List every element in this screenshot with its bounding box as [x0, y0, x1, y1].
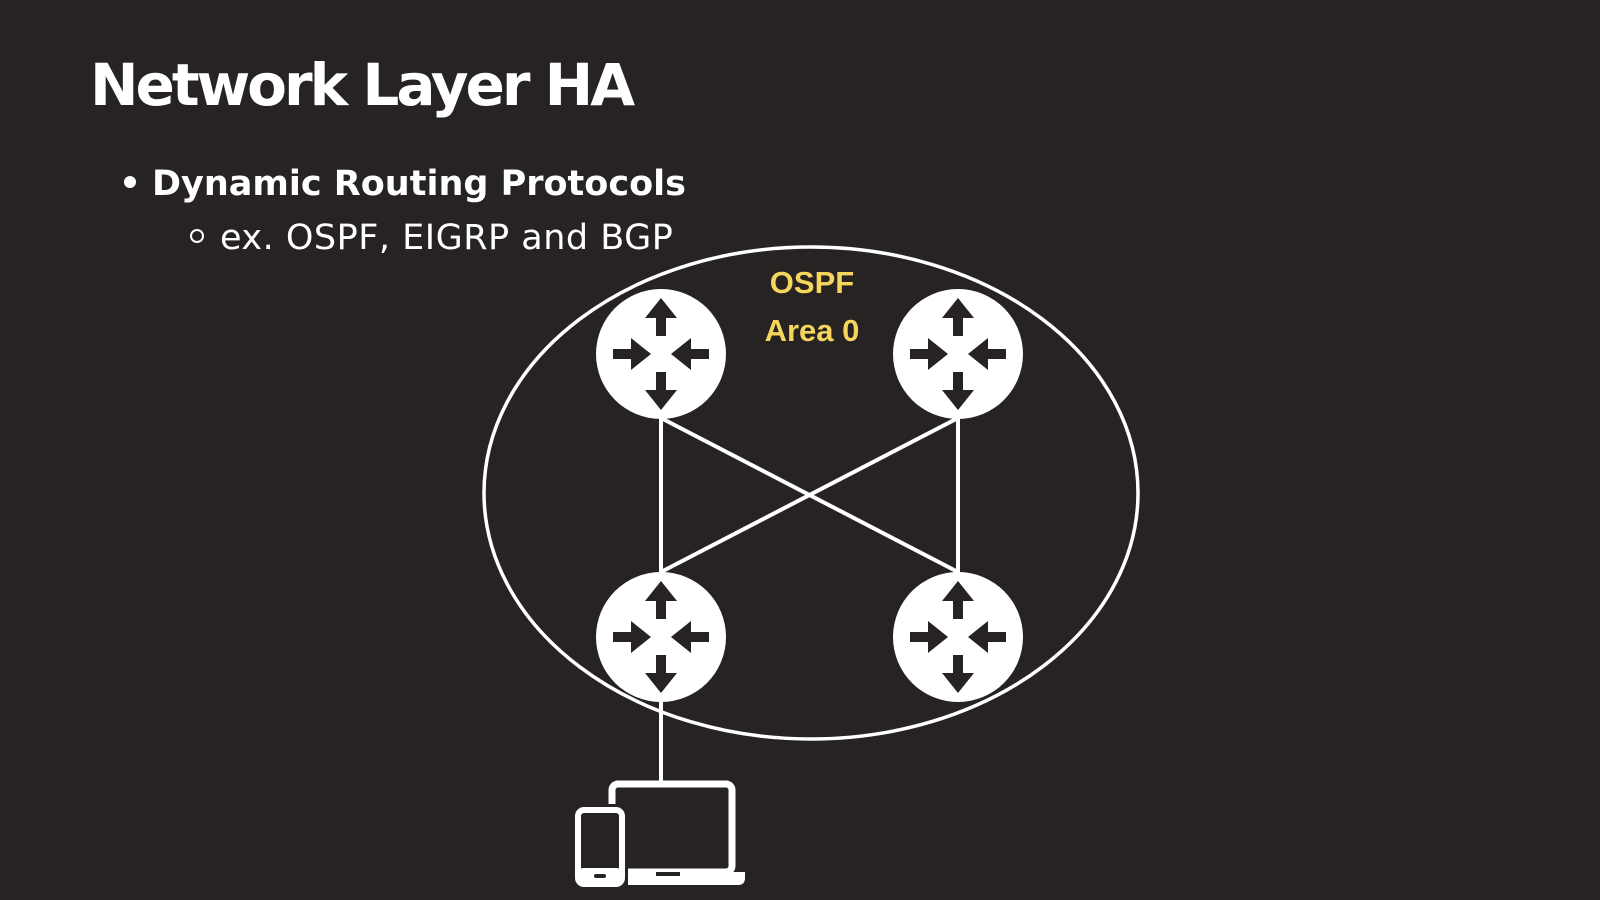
- router-bottom-left-icon[interactable]: [596, 572, 726, 702]
- devices-icon[interactable]: [572, 780, 745, 890]
- area-label-line2: Area 0: [765, 313, 860, 348]
- router-top-left-icon[interactable]: [596, 289, 726, 419]
- slide-title: Network Layer HA: [90, 51, 635, 119]
- link-tr-bl: [660, 416, 959, 574]
- router-top-right-icon[interactable]: [893, 289, 1023, 419]
- area-label-line1: OSPF: [770, 265, 854, 300]
- router-bottom-right-icon[interactable]: [893, 572, 1023, 702]
- ospf-area-ellipse: [482, 245, 1140, 741]
- links: [659, 354, 960, 784]
